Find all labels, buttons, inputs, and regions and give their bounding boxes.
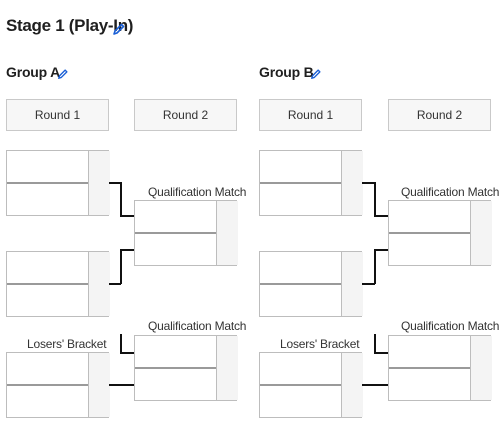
score-column	[341, 252, 363, 316]
bracket-connector	[109, 384, 134, 386]
team-slot[interactable]	[135, 336, 236, 369]
group-b-title: Group B	[259, 64, 314, 80]
score-column	[216, 336, 238, 400]
bracket-connector	[374, 182, 376, 216]
bracket-connector	[120, 334, 122, 353]
team-slot[interactable]	[260, 353, 361, 386]
bracket-connector	[374, 249, 376, 284]
score-column	[470, 336, 492, 400]
score-column	[341, 353, 363, 417]
score-column	[216, 201, 238, 265]
match-card[interactable]	[134, 335, 238, 401]
group-b-title-text: Group B	[259, 64, 314, 80]
team-slot[interactable]	[7, 353, 108, 386]
team-slot[interactable]	[7, 151, 108, 184]
group-a-title-text: Group A	[6, 64, 61, 80]
match-card[interactable]	[259, 150, 363, 216]
round-2-header: Round 2	[134, 99, 237, 131]
qualification-match-label: Qualification Match	[148, 319, 247, 333]
team-slot[interactable]	[135, 201, 236, 234]
round-1-label: Round 1	[287, 108, 334, 122]
team-slot[interactable]	[389, 336, 490, 369]
team-slot[interactable]	[7, 252, 108, 285]
bracket-connector	[374, 249, 388, 251]
pencil-icon[interactable]	[112, 22, 126, 36]
round-2-header: Round 2	[388, 99, 491, 131]
round-2-label: Round 2	[416, 108, 463, 122]
round-1-header: Round 1	[259, 99, 362, 131]
score-column	[88, 353, 110, 417]
bracket-connector	[374, 352, 388, 354]
score-column	[88, 252, 110, 316]
match-card[interactable]	[388, 335, 492, 401]
bracket-connector	[109, 283, 121, 285]
bracket-connector	[362, 182, 375, 184]
bracket-connector	[120, 215, 134, 217]
bracket-connector	[374, 334, 376, 353]
qualification-match-label: Qualification Match	[148, 185, 247, 199]
stage-title-text: Stage 1 (Play-In)	[6, 16, 134, 35]
bracket-connector	[374, 215, 388, 217]
bracket-connector	[109, 182, 121, 184]
match-card[interactable]	[134, 200, 238, 266]
team-slot[interactable]	[260, 151, 361, 184]
qualification-match-label: Qualification Match	[401, 185, 500, 199]
pencil-icon[interactable]	[57, 67, 71, 81]
qualification-match-label: Qualification Match	[401, 319, 500, 333]
match-card[interactable]	[6, 352, 110, 418]
group-a-title: Group A	[6, 64, 60, 80]
team-slot[interactable]	[389, 201, 490, 234]
round-2-label: Round 2	[162, 108, 209, 122]
match-card[interactable]	[259, 251, 363, 317]
pencil-icon[interactable]	[310, 67, 324, 81]
bracket-connector	[120, 249, 134, 251]
match-card[interactable]	[388, 200, 492, 266]
losers-bracket-label: Losers' Bracket	[280, 337, 360, 351]
bracket-connector	[362, 384, 388, 386]
team-slot[interactable]	[260, 252, 361, 285]
losers-bracket-label: Losers' Bracket	[27, 337, 107, 351]
score-column	[88, 151, 110, 215]
score-column	[470, 201, 492, 265]
bracket-connector	[120, 249, 122, 284]
score-column	[341, 151, 363, 215]
stage-title: Stage 1 (Play-In)	[6, 16, 133, 36]
bracket-connector	[120, 352, 134, 354]
match-card[interactable]	[6, 251, 110, 317]
match-card[interactable]	[6, 150, 110, 216]
round-1-header: Round 1	[6, 99, 109, 131]
bracket-connector	[120, 182, 122, 216]
bracket-connector	[362, 283, 375, 285]
round-1-label: Round 1	[34, 108, 81, 122]
match-card[interactable]	[259, 352, 363, 418]
